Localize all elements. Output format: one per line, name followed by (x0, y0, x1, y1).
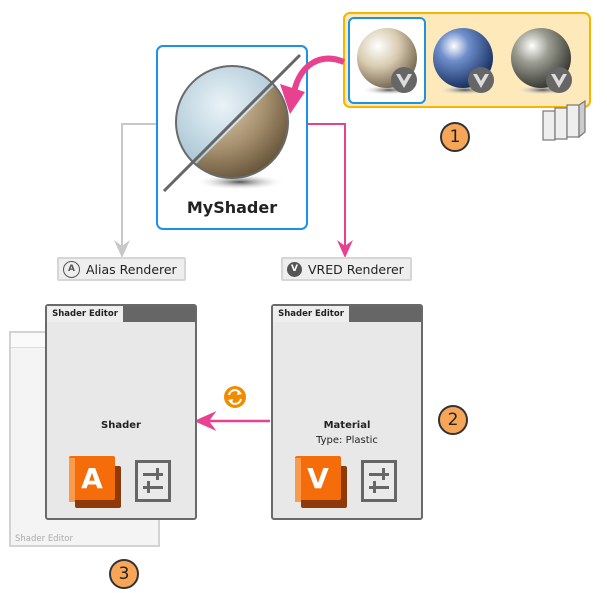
tab-shader-editor[interactable]: Shader Editor (273, 306, 349, 322)
vred-app-icon: V (295, 456, 349, 510)
settings-sliders-icon[interactable] (361, 460, 397, 502)
settings-sliders-icon[interactable] (135, 460, 171, 502)
alias-renderer-text: Alias Renderer (86, 261, 177, 277)
vred-renderer-text: VRED Renderer (308, 261, 404, 277)
step-1-badge: 1 (440, 122, 470, 152)
selected-swatch-frame[interactable] (348, 17, 426, 104)
step-3-badge: 3 (109, 559, 139, 589)
shader-title: Shader (101, 420, 141, 431)
material-type: Type: Plastic (316, 435, 378, 446)
step-2-badge: 2 (438, 405, 468, 435)
alias-app-icon: A (69, 456, 123, 510)
alias-connector (114, 123, 156, 258)
vred-renderer-label[interactable]: V VRED Renderer (281, 257, 412, 281)
alias-logo-icon: A (63, 260, 80, 278)
alias-renderer-label[interactable]: A Alias Renderer (57, 257, 186, 281)
shader-name: MyShader (186, 198, 278, 217)
vred-connector (308, 123, 353, 258)
ghost-tab: Shader Editor (15, 534, 73, 544)
vred-shader-editor: Shader Editor Material Type: Plastic V (271, 304, 423, 520)
alias-shader-editor: Shader Editor Shader A (45, 304, 197, 520)
material-title: Material (323, 420, 371, 431)
tab-shader-editor[interactable]: Shader Editor (47, 306, 123, 322)
vred-logo-icon: V (287, 261, 302, 277)
